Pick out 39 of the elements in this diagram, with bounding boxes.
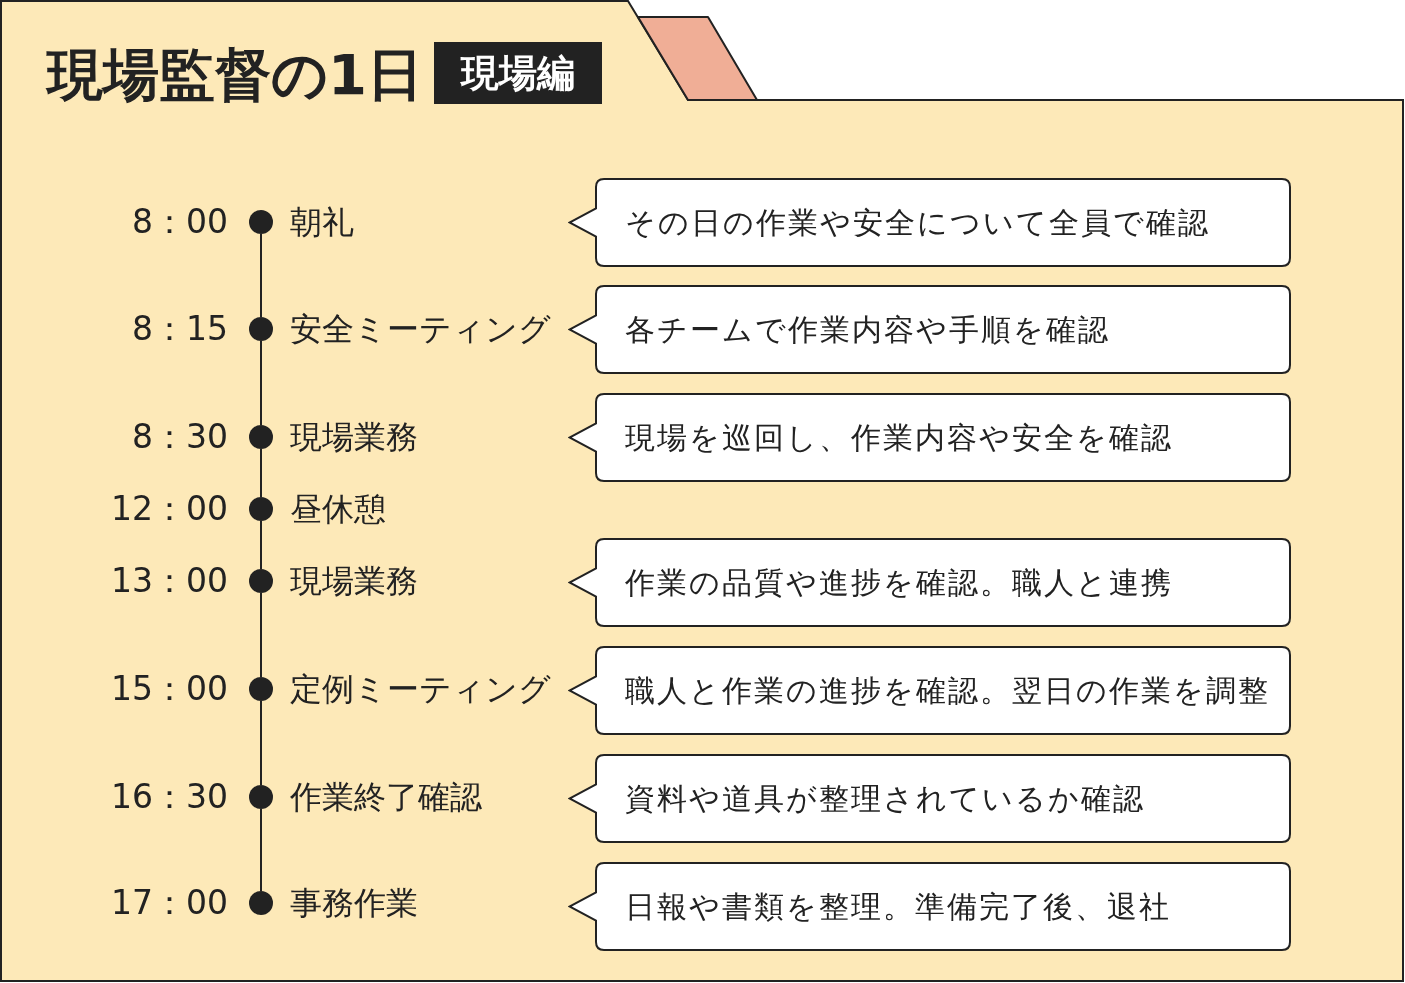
time-label: 17：00 [111,883,228,923]
activity-label: 昼休憩 [290,489,386,529]
speech-bubble [568,285,1291,374]
activity-label: 事務作業 [290,883,418,923]
timeline-line [260,808,262,892]
bubble-text: 現場を巡回し、作業内容や安全を確認 [625,419,1173,456]
time-label: 8：30 [132,417,228,457]
speech-bubble [568,646,1291,735]
activity-label: 定例ミーティング [290,669,551,709]
bubble-text: 資料や道具が整理されているか確認 [625,780,1145,817]
timeline-line [260,340,262,426]
activity-label: 現場業務 [290,417,418,457]
activity-label: 作業終了確認 [290,777,482,817]
time-label: 8：00 [132,202,228,242]
timeline-line [260,520,262,570]
speech-bubble [568,538,1291,627]
section-tag: 現場編 [434,42,602,104]
activity-label: 安全ミーティング [290,309,551,349]
time-label: 8：15 [132,309,228,349]
time-label: 16：30 [111,777,228,817]
diagram-title: 現場監督の1日 [47,41,423,109]
bubble-text: 日報や書類を整理。準備完了後、退社 [625,888,1171,925]
activity-label: 朝礼 [290,202,354,242]
speech-bubble [568,862,1291,951]
timeline-line [260,448,262,498]
speech-bubble [568,754,1291,843]
bubble-text: 作業の品質や進捗を確認。職人と連携 [625,564,1173,601]
speech-bubble [568,178,1291,267]
time-label: 15：00 [111,669,228,709]
bubble-text: その日の作業や安全について全員で確認 [625,204,1210,241]
time-label: 12：00 [111,489,228,529]
time-label: 13：00 [111,561,228,601]
timeline-line [260,592,262,678]
timeline-line [260,700,262,786]
bubble-text: 各チームで作業内容や手順を確認 [625,311,1110,348]
speech-bubble [568,393,1291,482]
bubble-text: 職人と作業の進捗を確認。翌日の作業を調整 [625,672,1270,709]
activity-label: 現場業務 [290,561,418,601]
timeline-line [260,233,262,318]
